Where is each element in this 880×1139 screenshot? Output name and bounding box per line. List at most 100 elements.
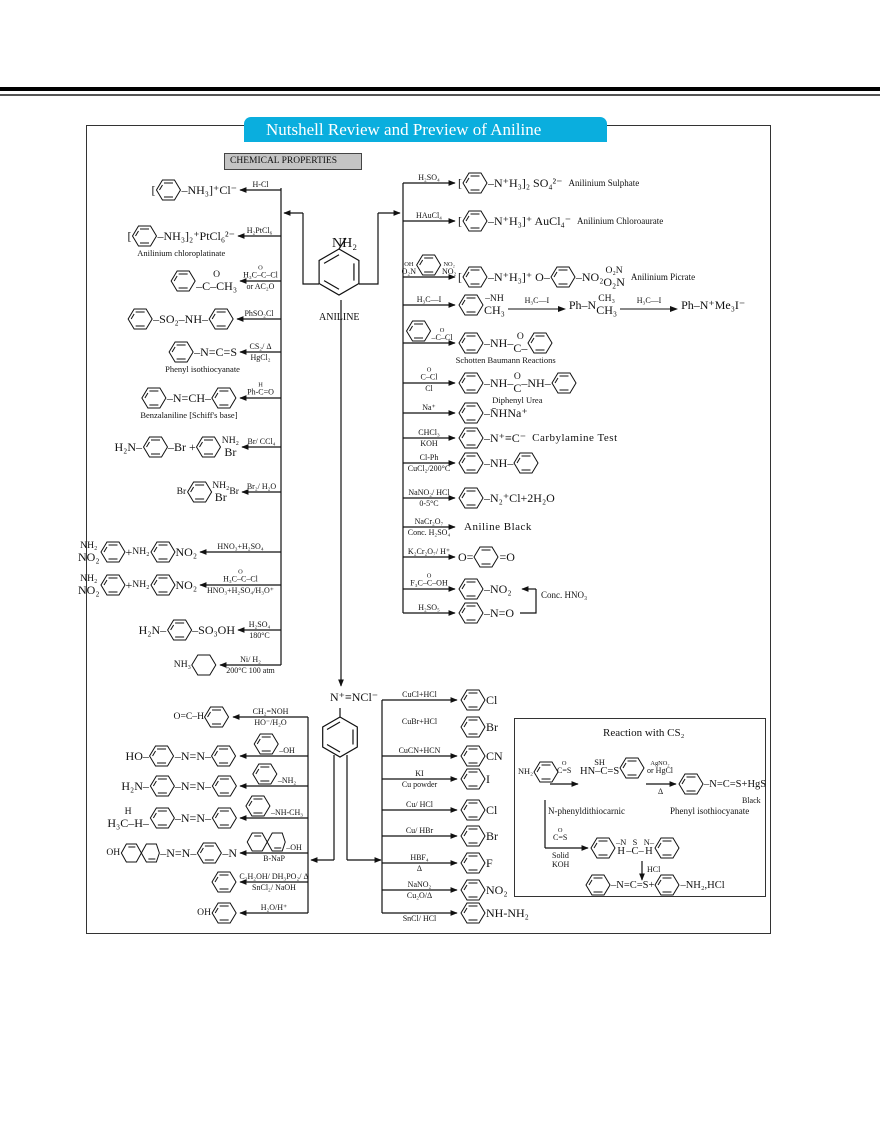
formula-text: H bbox=[617, 845, 625, 857]
benzene-ring-icon bbox=[654, 874, 681, 896]
formula-text: H₂SO₄ bbox=[248, 620, 271, 629]
reaction-product: –N⁺≡C⁻Carbylamine Test bbox=[458, 427, 618, 449]
formula-text: C bbox=[513, 380, 522, 395]
stacked-formula: Br bbox=[229, 487, 239, 497]
product-name: Diphenyl Urea bbox=[492, 395, 543, 405]
reagent-label: –OH bbox=[246, 832, 302, 852]
formula-text: –N=C=S+ bbox=[611, 879, 655, 891]
formula-text: O₂N bbox=[603, 274, 625, 289]
benzene-ring-icon bbox=[458, 487, 484, 509]
reaction-product: Br bbox=[460, 716, 498, 738]
header-rule-thick bbox=[0, 87, 880, 91]
formula-text: H₃C–C–Cl bbox=[243, 271, 278, 280]
cyclohexane-ring-icon bbox=[191, 654, 217, 676]
formula-text: –N=N– bbox=[174, 810, 211, 825]
arrow-reagent: H₃C—I bbox=[524, 296, 550, 305]
formula-text: C₂H₂OH/ DH₃PO₂/ Δ bbox=[239, 872, 309, 881]
formula-text: O= bbox=[458, 549, 474, 564]
formula-text: –NO₂ bbox=[484, 581, 512, 596]
stacked-formula: NH₂ bbox=[518, 767, 533, 776]
benzene-ring-icon bbox=[127, 308, 153, 330]
reagent-label: Br₂/ H₂O bbox=[247, 482, 276, 491]
formula-text: AgNO₂ bbox=[650, 759, 670, 767]
formula-text: H₂PtCl₆ bbox=[246, 226, 273, 235]
benzene-ring-icon bbox=[211, 871, 237, 893]
cs2-aniline: NH₂ bbox=[518, 761, 559, 783]
formula-text: [ bbox=[458, 213, 462, 228]
reaction-product: [–N⁺H₃]₂ SO₄²⁻Anilinium Sulphate bbox=[458, 172, 639, 194]
reaction-product: NH-NH₂ bbox=[460, 902, 529, 924]
cs2-reaction-box: Reaction with CS₂ bbox=[514, 718, 766, 897]
ring-double-bond bbox=[323, 280, 340, 290]
benzene-ring-icon bbox=[462, 266, 488, 288]
formula-text: O=C–H bbox=[173, 711, 204, 723]
formula-text: –N⁺H₃]⁺ O– bbox=[488, 269, 550, 284]
reagent-label: Cu/ HBr bbox=[406, 826, 433, 835]
formula-text: CuCl+HCl bbox=[402, 690, 437, 699]
formula-text: C–Cl bbox=[420, 373, 438, 382]
formula-text: Br bbox=[176, 486, 187, 498]
stacked-formula: NH₃ bbox=[174, 660, 191, 670]
product-note: Anilinium Sulphate bbox=[568, 178, 640, 188]
reagent-label: H₃C—I bbox=[417, 295, 442, 304]
stacked-formula: N–H bbox=[644, 838, 654, 858]
formula-text: OH bbox=[404, 260, 414, 268]
reaction-product: OH bbox=[197, 902, 237, 924]
formula-text: + bbox=[125, 577, 133, 592]
cs2-black-label: Black bbox=[742, 796, 761, 805]
formula-text: CH₃ bbox=[596, 302, 618, 317]
reaction-product: OH–N=N––N bbox=[106, 842, 237, 864]
reagent-condition: Conc. H₂SO₄ bbox=[407, 528, 451, 537]
formula-text: CHCl₃ bbox=[418, 428, 440, 437]
cs2-reagent-2-condition: Δ bbox=[658, 787, 664, 796]
formula-text: O bbox=[513, 371, 521, 383]
formula-text: O bbox=[561, 759, 567, 767]
formula-text: HAuCl₄ bbox=[416, 211, 442, 220]
product-note: Aniline Black bbox=[464, 521, 532, 533]
benzene-ring-icon bbox=[458, 332, 484, 354]
formula-text: –N⁺≡C⁻ bbox=[484, 430, 527, 445]
formula-text: –NH-CH₃ bbox=[270, 808, 304, 817]
benzene-ring-icon bbox=[168, 341, 194, 363]
amino-bond bbox=[338, 237, 347, 250]
stacked-formula: O–C–Cl bbox=[432, 327, 453, 342]
reaction-product bbox=[211, 871, 237, 893]
reagent-label: CHCl₃ bbox=[418, 428, 439, 437]
formula-text: –NO₂ bbox=[575, 269, 604, 284]
reagent-label: CuBr+HCl bbox=[402, 717, 437, 726]
formula-text: HNO₃+H₂SO₄ bbox=[217, 542, 264, 551]
stacked-formula: NH₂ bbox=[132, 547, 149, 557]
formula-text: C=S bbox=[553, 833, 568, 843]
formula-text: HBF₄ bbox=[410, 853, 429, 862]
benzene-ring-icon bbox=[585, 874, 611, 896]
product-name: Benzalaniline [Schiff's base] bbox=[140, 410, 238, 420]
formula-text: HN–C=S bbox=[580, 765, 620, 777]
formula-text: Br bbox=[486, 719, 498, 734]
formula-text: –N=N– bbox=[160, 845, 197, 860]
formula-text: Br₂/ H₂O bbox=[246, 482, 277, 491]
formula-text: CS₂/ Δ bbox=[249, 342, 272, 351]
formula-text: O₂N bbox=[401, 267, 416, 276]
formula-text: NH-NH₂ bbox=[486, 905, 529, 920]
reaction-product: NH₃ bbox=[174, 654, 217, 676]
formula-text: SH bbox=[594, 757, 605, 767]
formula-text: + bbox=[125, 544, 133, 559]
formula-text: –N=N– bbox=[174, 778, 211, 793]
stacked-formula: O=C–H bbox=[174, 712, 204, 722]
benzene-ring-icon bbox=[149, 745, 175, 767]
formula-text: NaNO₂/ HCl bbox=[408, 488, 450, 497]
benzene-ring-icon bbox=[527, 332, 553, 354]
benzene-ring-icon bbox=[460, 689, 486, 711]
benzene-ring-icon bbox=[155, 179, 182, 201]
benzene-ring-icon bbox=[211, 807, 237, 829]
